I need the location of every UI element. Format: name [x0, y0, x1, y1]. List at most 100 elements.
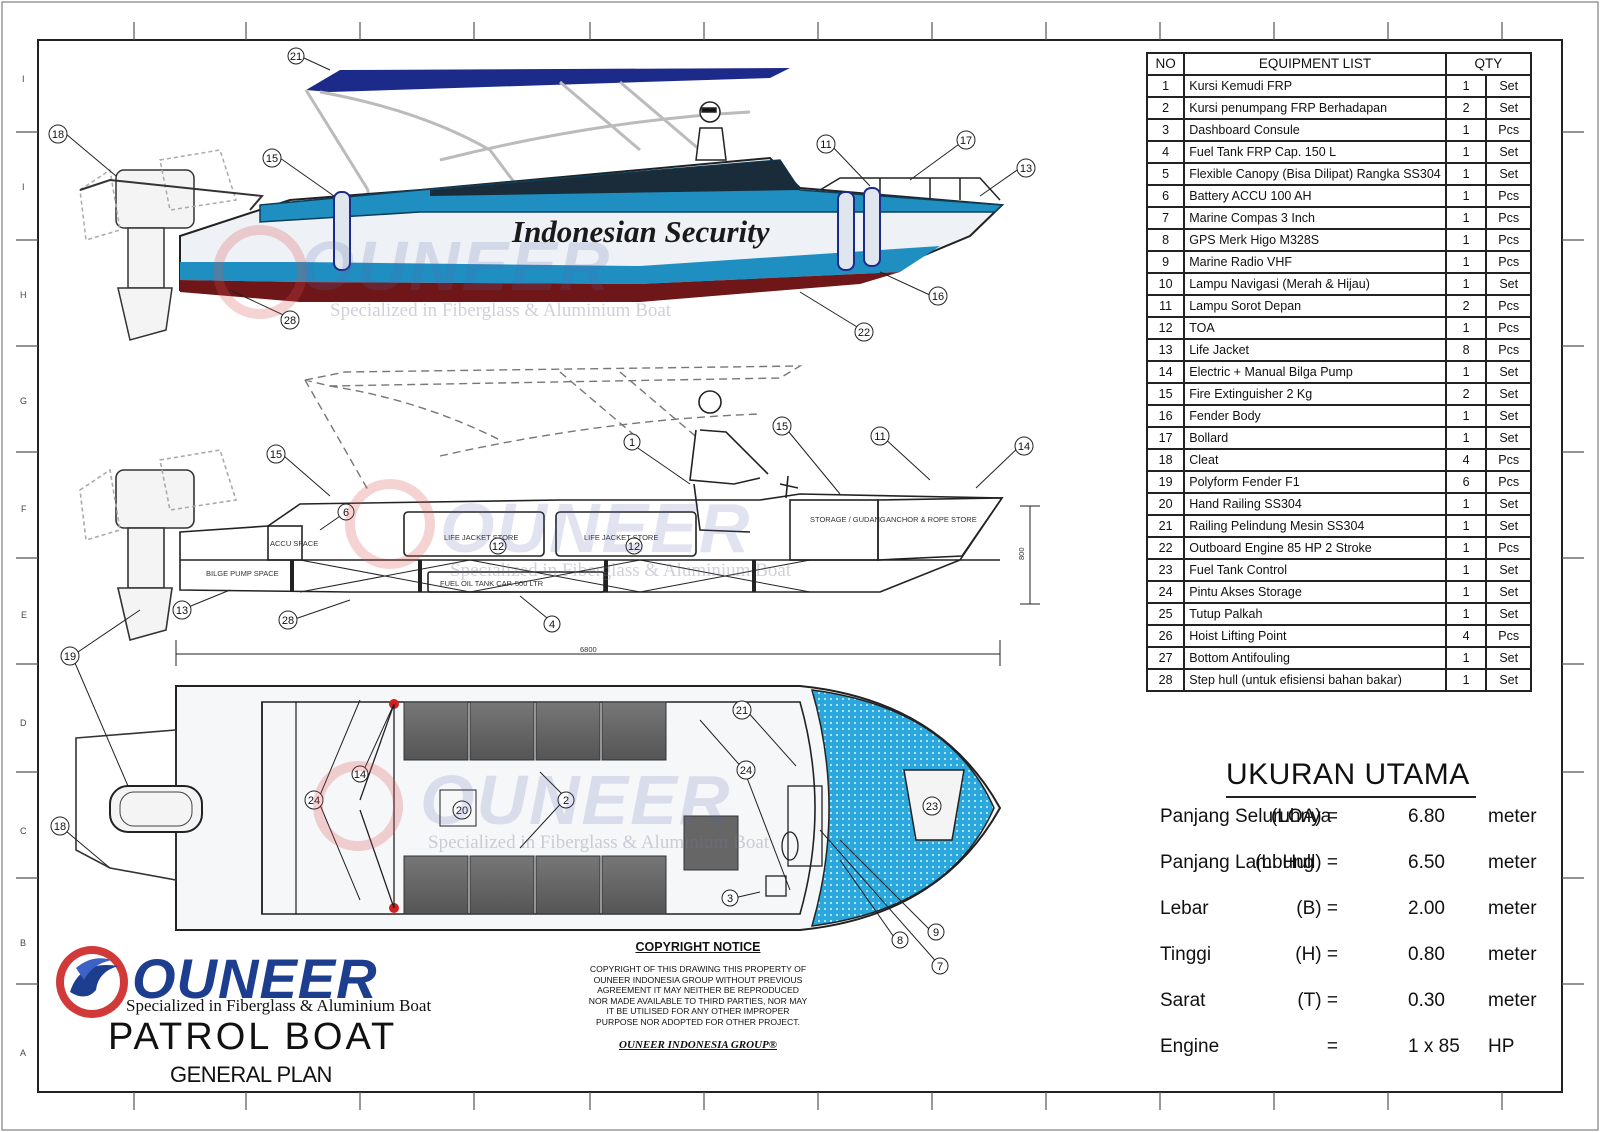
cell-no: 2	[1145, 96, 1186, 120]
svg-text:23: 23	[926, 801, 938, 813]
document-title: PATROL BOAT	[108, 1016, 398, 1058]
callout-18c: 15	[772, 416, 792, 436]
cell-unit: Set	[1485, 492, 1532, 516]
cell-unit: Pcs	[1485, 206, 1532, 230]
dimension-value: 0.80	[1408, 944, 1445, 965]
dimension-symbol: (H) =	[1295, 944, 1338, 965]
callout-9: 9	[927, 923, 945, 941]
cell-name: GPS Merk Higo M328S	[1183, 228, 1447, 252]
callout-28a: 28	[280, 310, 300, 330]
cell-unit: Set	[1485, 580, 1532, 604]
svg-text:15: 15	[266, 153, 278, 165]
svg-text:12: 12	[492, 541, 504, 553]
dimension-label: Sarat	[1160, 990, 1206, 1011]
cell-unit: Set	[1485, 272, 1532, 296]
cell-no: 12	[1145, 316, 1186, 340]
cell-qty: 1	[1444, 74, 1488, 98]
side-profile-view	[79, 68, 1005, 341]
cell-unit: Set	[1485, 404, 1532, 428]
driver-figure	[695, 101, 727, 161]
cell-qty: 2	[1444, 96, 1488, 120]
cell-no: 18	[1145, 448, 1186, 472]
svg-text:12: 12	[628, 541, 640, 553]
row-letter: I	[22, 182, 25, 192]
cell-qty: 1	[1444, 514, 1488, 538]
cell-unit: Pcs	[1485, 316, 1532, 340]
cell-qty: 1	[1444, 646, 1488, 670]
callout-17: 14	[1014, 436, 1034, 456]
svg-text:28: 28	[282, 615, 294, 627]
callout-6: 6	[337, 503, 355, 521]
svg-text:24: 24	[740, 765, 752, 777]
bilge-pump-label: BILGE PUMP SPACE	[206, 569, 279, 578]
cell-unit: Set	[1485, 668, 1532, 692]
cell-qty: 1	[1444, 558, 1488, 582]
cell-unit: Pcs	[1485, 448, 1532, 472]
cell-no: 3	[1145, 118, 1186, 142]
svg-text:16: 16	[932, 291, 944, 303]
cell-name: Flexible Canopy (Bisa Dilipat) Rangka SS…	[1183, 162, 1447, 186]
cell-no: 16	[1145, 404, 1186, 428]
copyright-body: COPYRIGHT OF THIS DRAWING THIS PROPERTY …	[588, 964, 808, 1027]
dimension-symbol: (T) =	[1297, 990, 1338, 1011]
cell-no: 26	[1145, 624, 1186, 648]
brand-tagline: Specialized in Fiberglass & Aluminium Bo…	[126, 996, 432, 1015]
cell-qty: 1	[1444, 492, 1488, 516]
dimension-value: 6.80	[1408, 806, 1445, 827]
document-subtitle: GENERAL PLAN	[170, 1062, 332, 1087]
row-letter: D	[20, 718, 27, 728]
cell-no: 20	[1145, 492, 1186, 516]
svg-text:15: 15	[270, 449, 282, 461]
cell-name: Lampu Navigasi (Merah & Hijau)	[1183, 272, 1447, 296]
svg-text:21: 21	[290, 51, 302, 63]
cell-name: Battery ACCU 100 AH	[1183, 184, 1447, 208]
cell-no: 9	[1145, 250, 1186, 274]
callout-24: 21	[732, 700, 752, 720]
cell-name: Tutup Palkah	[1183, 602, 1447, 626]
dimension-label: Tinggi	[1160, 944, 1212, 965]
border-ticks	[16, 22, 1584, 1110]
callout-5: 21	[287, 47, 305, 65]
header-no: NO	[1145, 52, 1186, 76]
svg-text:13: 13	[1020, 163, 1032, 175]
cell-unit: Set	[1485, 96, 1532, 120]
svg-text:14: 14	[1018, 441, 1030, 453]
brand-logo-text: OUNEER	[132, 947, 378, 1010]
cell-no: 24	[1145, 580, 1186, 604]
svg-text:3: 3	[727, 893, 733, 905]
callout-leaders	[59, 57, 1021, 967]
svg-text:9: 9	[933, 927, 939, 939]
dimension-label: Lebar	[1160, 898, 1209, 919]
copyright-title: COPYRIGHT NOTICE	[635, 940, 761, 954]
cell-no: 5	[1145, 162, 1186, 186]
svg-text:11: 11	[820, 139, 831, 151]
watermark-tagline: Specialized in Fiberglass & Aluminium Bo…	[330, 300, 672, 321]
cabin-top	[430, 160, 800, 196]
svg-text:19: 19	[64, 651, 76, 663]
svg-text:21: 21	[736, 705, 748, 717]
dimension-label: Engine	[1160, 1036, 1220, 1057]
watermark-tagline: Specialized in Fiberglass & Aluminium Bo…	[428, 832, 770, 853]
callout-14: 13	[172, 600, 192, 620]
callout-20: 17	[956, 130, 976, 150]
cell-name: Pintu Akses Storage	[1183, 580, 1447, 604]
callout-1: 1	[623, 433, 641, 451]
hull-bottom	[180, 272, 900, 302]
callout-15: 14	[351, 765, 369, 783]
cell-no: 7	[1145, 206, 1186, 230]
dimension-label: Panjang Seluruhnya	[1160, 806, 1332, 827]
cell-no: 21	[1145, 514, 1186, 538]
callout-13b: 12	[625, 537, 643, 555]
dimension-unit: meter	[1488, 990, 1537, 1011]
